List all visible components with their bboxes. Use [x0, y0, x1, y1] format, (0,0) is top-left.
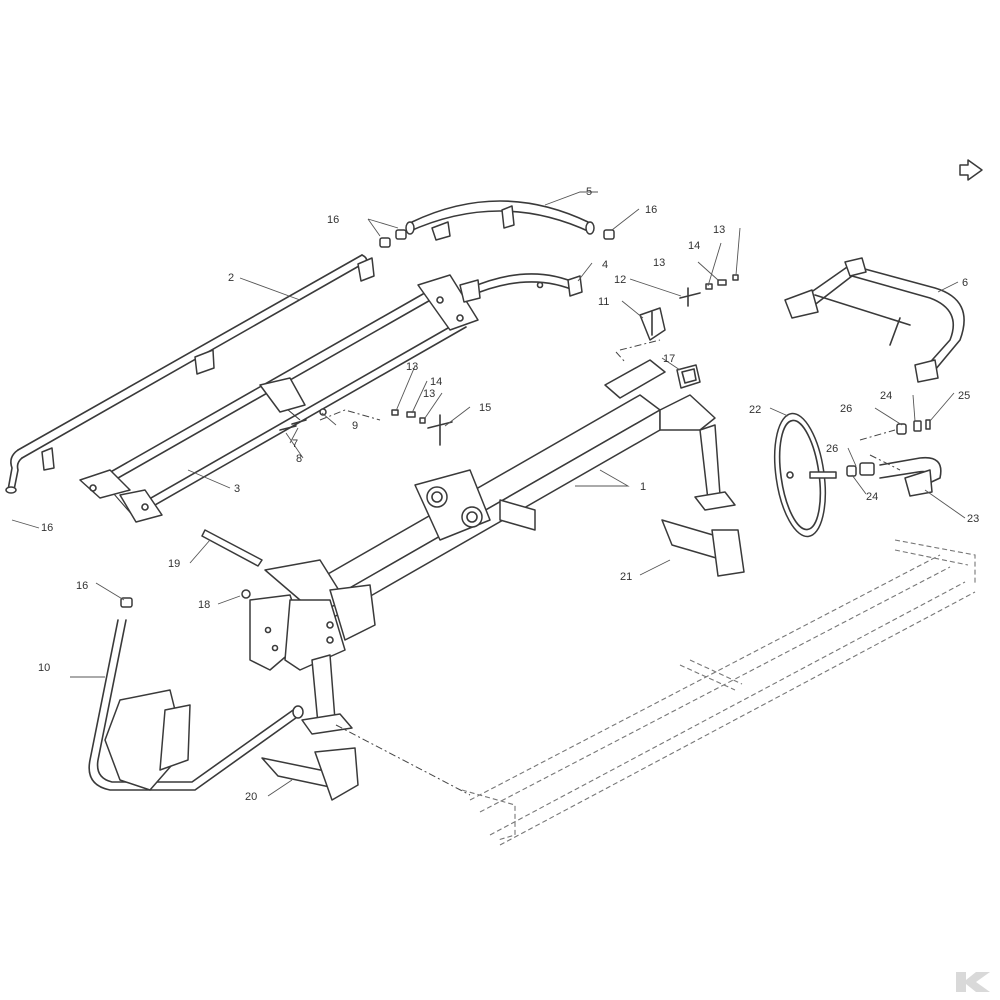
- callout-12[interactable]: 12: [614, 274, 626, 286]
- bushes-24-26[interactable]: [846, 419, 931, 477]
- callout-10[interactable]: 10: [38, 662, 50, 674]
- part-1-main-frame[interactable]: [241, 359, 736, 735]
- callout-13-mid[interactable]: 13: [406, 361, 418, 373]
- part-6-loop-frame[interactable]: [784, 257, 965, 383]
- callout-23[interactable]: 23: [967, 513, 979, 525]
- hardware-bracket-11[interactable]: [639, 307, 666, 341]
- callout-16-top[interactable]: 16: [327, 214, 339, 226]
- callout-3[interactable]: 3: [234, 483, 240, 495]
- callout-5[interactable]: 5: [586, 186, 592, 198]
- callout-6[interactable]: 6: [962, 277, 968, 289]
- callout-22[interactable]: 22: [749, 404, 761, 416]
- part-23-u-bracket[interactable]: [879, 456, 942, 497]
- callout-2[interactable]: 2: [228, 272, 234, 284]
- part-5-curved-tube[interactable]: [405, 200, 595, 241]
- callout-1[interactable]: 1: [640, 481, 646, 493]
- callout-16-low[interactable]: 16: [76, 580, 88, 592]
- part-3-frame-assembly[interactable]: [79, 274, 479, 523]
- callout-20[interactable]: 20: [245, 791, 257, 803]
- callout-26-top[interactable]: 26: [840, 403, 852, 415]
- callout-16-right[interactable]: 16: [645, 204, 657, 216]
- callout-9[interactable]: 9: [352, 420, 358, 432]
- part-19-strip[interactable]: [201, 529, 263, 567]
- part-21-bracket[interactable]: [661, 519, 745, 577]
- callout-18[interactable]: 18: [198, 599, 210, 611]
- part-4-curved-bracket[interactable]: [459, 273, 583, 303]
- part-20-bracket[interactable]: [261, 747, 359, 801]
- callout-26-bottom[interactable]: 26: [826, 443, 838, 455]
- callout-19[interactable]: 19: [168, 558, 180, 570]
- callout-7[interactable]: 7: [292, 438, 298, 450]
- callout-11[interactable]: 11: [598, 296, 609, 308]
- part-17-pad[interactable]: [676, 364, 701, 389]
- callout-24-bottom[interactable]: 24: [866, 491, 878, 503]
- callout-25[interactable]: 25: [958, 390, 970, 402]
- hardware-group-13-15[interactable]: [279, 408, 453, 446]
- callout-13-top[interactable]: 13: [653, 257, 665, 269]
- leader-lines: [11, 191, 966, 797]
- phantom-frame-outline: [461, 539, 976, 846]
- callout-14-upper[interactable]: 14: [688, 240, 700, 252]
- part-2-side-rail[interactable]: [5, 254, 375, 494]
- callout-4[interactable]: 4: [602, 259, 608, 271]
- hardware-spring-pin[interactable]: [705, 274, 739, 290]
- callout-13-lower[interactable]: 13: [423, 388, 435, 400]
- part-22-disc[interactable]: [768, 410, 837, 539]
- callout-15[interactable]: 15: [479, 402, 491, 414]
- brand-logo-icon: [956, 972, 990, 992]
- view-direction-arrow-icon: [959, 159, 983, 181]
- callout-labels: 1 2 3 4 5 6 7 8 9 10 11 12 13 13 13 13 1…: [38, 186, 979, 803]
- hardware-plate-12[interactable]: [679, 287, 701, 307]
- callout-24-top[interactable]: 24: [880, 390, 892, 402]
- callout-17[interactable]: 17: [663, 353, 675, 365]
- callout-8[interactable]: 8: [296, 453, 302, 465]
- callout-13-upper[interactable]: 13: [713, 224, 725, 236]
- part-10-hook-arm[interactable]: [88, 619, 304, 791]
- callout-14-mid[interactable]: 14: [430, 376, 442, 388]
- callout-16-left[interactable]: 16: [41, 522, 53, 534]
- assembly-guide-lines: [319, 339, 901, 796]
- callout-21[interactable]: 21: [620, 571, 632, 583]
